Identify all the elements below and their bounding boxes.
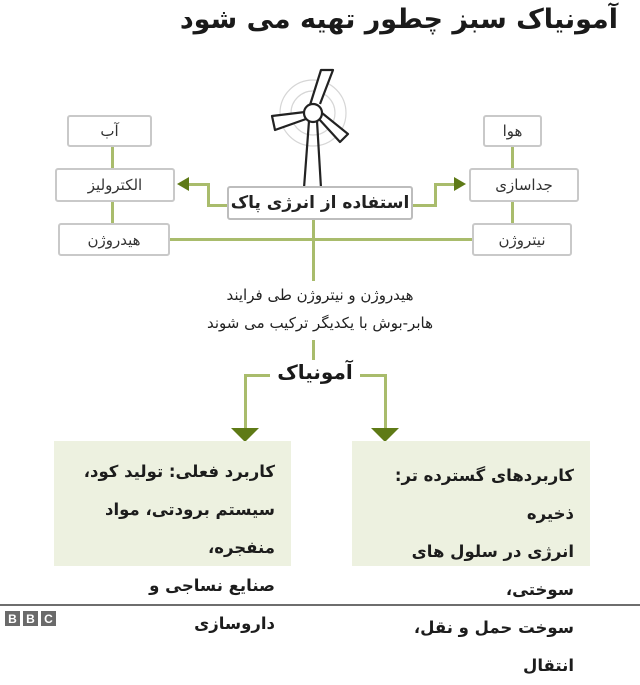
future-uses-box: کاربردهای گسترده تر: ذخیره انرژی در سلول… — [352, 441, 590, 675]
nitrogen-box: نیتروژن — [472, 223, 572, 256]
arrow-to-electrolysis-icon — [177, 177, 189, 191]
connector-hydrogen-nitrogen — [170, 238, 472, 241]
electrolysis-box: الکترولیز — [55, 168, 175, 202]
arrow-to-separation-icon — [454, 177, 466, 191]
water-label: آب — [100, 122, 119, 140]
hydrogen-label: هیدروژن — [87, 230, 141, 249]
connector-water-electrolysis — [111, 146, 114, 168]
separation-box: جداسازی — [469, 168, 579, 202]
arrow-to-future-uses-icon — [371, 428, 399, 442]
connector-energy-left-vertical — [207, 183, 210, 207]
clean-energy-label: استفاده از انرژی پاک — [230, 193, 410, 213]
clean-energy-box: استفاده از انرژی پاک — [227, 186, 413, 220]
ammonia-label: آمونیاک — [270, 360, 360, 384]
hydrogen-box: هیدروژن — [58, 223, 170, 256]
bbc-logo: B B C — [5, 611, 56, 626]
bbc-logo-letter-b2: B — [23, 611, 38, 626]
future-uses-line-2: انرژی در سلول های سوختی، — [411, 542, 574, 599]
connector-energy-right-vertical — [434, 183, 437, 207]
water-box: آب — [67, 115, 152, 147]
connector-main-vertical-top — [312, 219, 315, 281]
diagram-title: آمونیاک سبز چطور تهیه می شود — [179, 4, 619, 35]
air-box: هوا — [483, 115, 542, 147]
current-uses-box: کاربرد فعلی: تولید کود، سیستم برودتی، مو… — [54, 441, 291, 633]
haber-bosch-description: هیدروژن و نیتروژن طی فرایند هابر-بوش با … — [160, 281, 480, 337]
process-text-line-2: هابر-بوش با یکدیگر ترکیب می شوند — [207, 314, 433, 332]
connector-main-vertical-bottom — [312, 340, 315, 364]
connector-ammonia-right-down — [384, 374, 387, 430]
footer-divider — [0, 604, 640, 606]
connector-air-separation — [511, 146, 514, 168]
connector-energy-left — [189, 183, 209, 186]
arrow-to-current-uses-icon — [231, 428, 259, 442]
connector-energy-right-stub — [412, 204, 436, 207]
electrolysis-label: الکترولیز — [87, 176, 143, 194]
connector-ammonia-left — [244, 374, 274, 377]
air-label: هوا — [502, 122, 523, 140]
connector-separation-nitrogen — [511, 201, 514, 223]
bbc-logo-letter-b1: B — [5, 611, 20, 626]
separation-label: جداسازی — [495, 176, 553, 194]
wind-turbine-icon — [270, 68, 350, 189]
current-uses-line-2: سیستم برودتی، مواد منفجره، — [105, 500, 275, 557]
process-text-line-1: هیدروژن و نیتروژن طی فرایند — [226, 286, 414, 304]
connector-energy-right — [434, 183, 454, 186]
current-uses-line-3: صنایع نساجی و داروسازی — [149, 576, 275, 633]
future-uses-line-3: سوخت حمل و نقل، انتقال — [413, 618, 574, 675]
future-uses-line-1: کاربردهای گسترده تر: ذخیره — [394, 466, 574, 523]
current-uses-line-1: کاربرد فعلی: تولید کود، — [83, 462, 275, 481]
connector-electrolysis-hydrogen — [111, 201, 114, 223]
bbc-logo-letter-c: C — [41, 611, 56, 626]
connector-energy-left-stub — [207, 204, 229, 207]
nitrogen-label: نیتروژن — [498, 230, 546, 249]
connector-ammonia-right — [356, 374, 386, 377]
connector-ammonia-left-down — [244, 374, 247, 430]
